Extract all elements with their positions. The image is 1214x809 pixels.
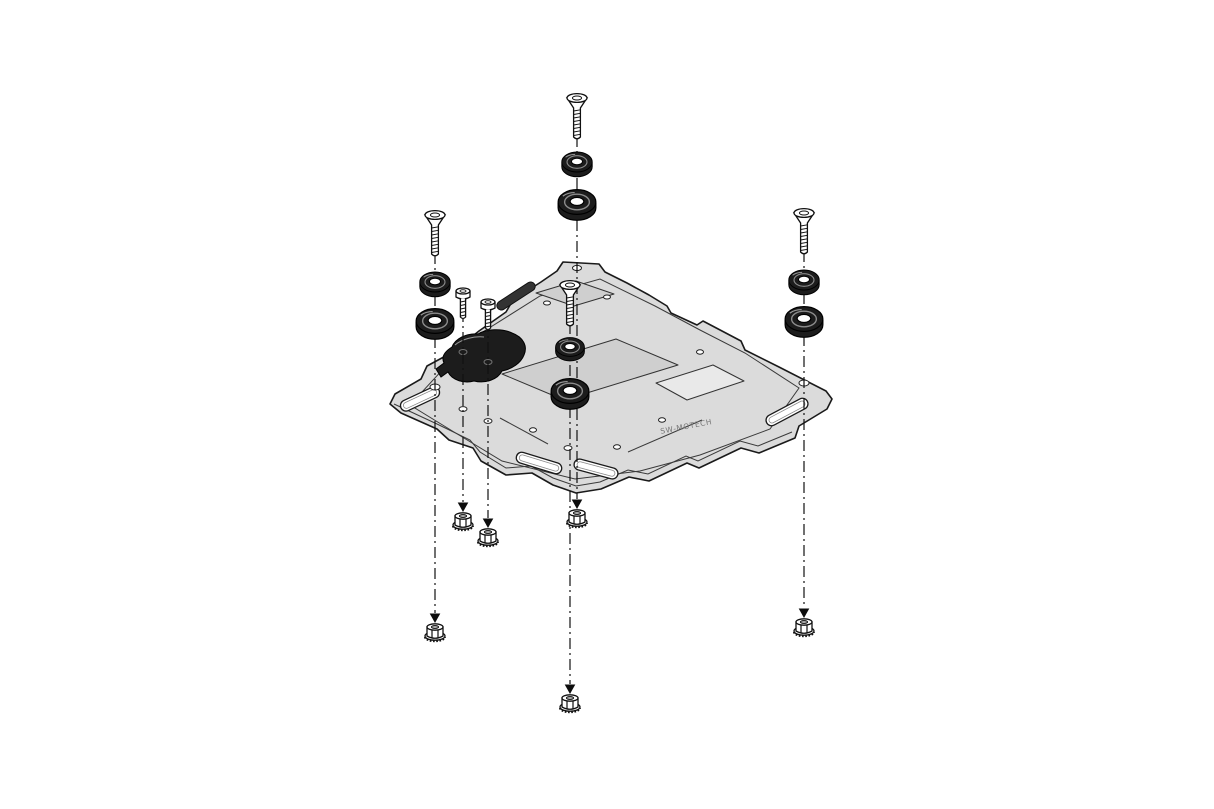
rack-hole — [603, 294, 611, 300]
luggage-rack-plate: SW-MOTECH — [389, 261, 833, 494]
hex-nut-adapter-1 — [452, 511, 474, 532]
arrowhead-top — [571, 499, 583, 509]
rack-hole — [543, 300, 551, 306]
rack-hole — [613, 444, 621, 450]
hex-nut-adapter-2 — [477, 527, 499, 548]
rack-inner-contour — [409, 278, 800, 480]
ridge-line-left — [499, 417, 549, 445]
rubber-damper-middle-lower — [550, 377, 590, 410]
rubber-damper-right-lower — [784, 305, 824, 338]
hex-nut-top — [566, 508, 588, 529]
arrowhead-left — [429, 613, 441, 623]
rubber-damper-top-upper — [561, 151, 593, 178]
countersunk-screw-left — [424, 209, 446, 257]
arrowhead-middle — [564, 684, 576, 694]
quick-lock-adapter — [435, 329, 526, 383]
right-recess — [655, 364, 745, 401]
arrowhead-adapter-2 — [482, 518, 494, 528]
rack-slot-bottom-1 — [515, 451, 563, 475]
rack-slot-bottom-2 — [573, 458, 619, 480]
rubber-damper-left-lower — [415, 307, 455, 340]
rack-slot-right — [765, 397, 809, 427]
rack-hole — [529, 427, 537, 433]
rubber-damper-top-lower — [557, 188, 597, 221]
countersunk-screw-right — [793, 207, 815, 255]
arrowhead-adapter-1 — [457, 502, 469, 512]
hex-nut-right — [793, 617, 815, 638]
hex-nut-left — [424, 622, 446, 643]
rack-hole — [563, 445, 573, 451]
rack-hole — [696, 349, 704, 355]
countersunk-screw-top — [566, 92, 588, 140]
rubber-damper-left-upper — [419, 271, 451, 298]
rubber-damper-middle-upper — [555, 337, 585, 362]
arrowhead-right — [798, 608, 810, 618]
rack-hole — [658, 417, 666, 423]
edge-slot-dark — [496, 281, 536, 311]
rack-rim-line — [393, 403, 793, 487]
rubber-damper-right-upper — [788, 269, 820, 296]
hex-nut-middle — [559, 693, 581, 714]
pan-head-screw-1 — [455, 287, 471, 320]
adapter-highlight — [454, 336, 485, 346]
rack-slot-left — [399, 386, 441, 412]
ridge-line-right — [627, 419, 703, 453]
